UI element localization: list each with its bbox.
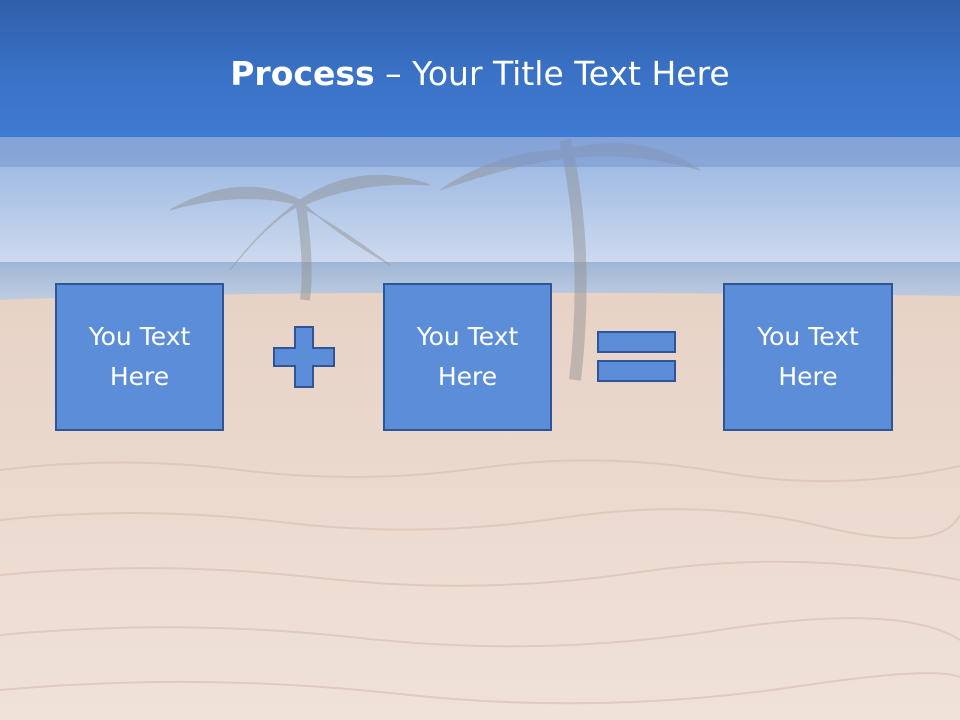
equals-icon [597,331,676,382]
process-box-3-text: You Text Here [757,322,859,391]
process-box-2-text: You Text Here [416,322,519,391]
slide-title-rest: – Your Title Text Here [374,54,730,93]
process-box-1[interactable]: You Text Here [55,283,224,431]
title-band [0,137,960,167]
slide-title-bold: Process [230,54,375,93]
title-bar [0,0,960,137]
process-box-2[interactable]: You Text Here [383,283,552,431]
plus-icon [273,326,335,388]
process-box-3[interactable]: You Text Here [723,283,893,431]
slide-title: Process – Your Title Text Here [0,52,960,96]
process-box-1-text: You Text Here [88,322,191,391]
